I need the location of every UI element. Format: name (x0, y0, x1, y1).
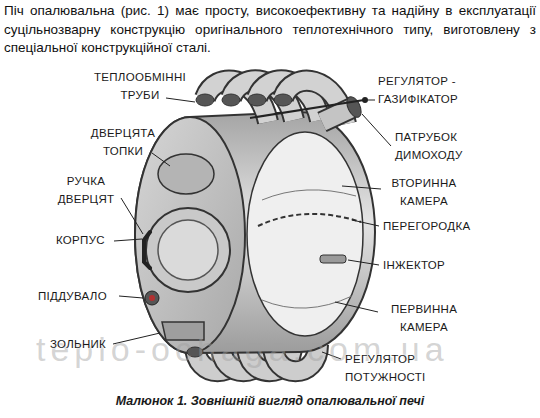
leader-line (119, 296, 143, 298)
part-label: РЕГУЛЯТОР - ГАЗИФІКАТОР (378, 72, 490, 108)
leader-line (362, 114, 391, 146)
leader-line (352, 220, 379, 226)
leader-line (348, 260, 379, 265)
air-damper (145, 291, 159, 305)
door-handle (144, 232, 150, 268)
fire-door (146, 208, 230, 292)
stove-body (135, 112, 375, 353)
upper-door (158, 154, 214, 194)
chimney-outline (322, 108, 352, 122)
part-label: РЕГУЛЯТОР ПОТУЖНОСТІ (345, 350, 453, 386)
leader-line (368, 100, 375, 101)
tube-opening (196, 94, 214, 106)
part-label: ЗОЛЬНИК (50, 335, 136, 353)
part-label: ІНЖЕКТОР (383, 256, 479, 274)
part-label: КОРПУС (56, 231, 128, 249)
part-label: ВТОРИННА КАМЕРА (383, 174, 465, 210)
part-label: ПАТРУБОК ДИМОХОДУ (395, 128, 481, 164)
damper-knob (149, 295, 155, 301)
intro-paragraph: Піч опалювальна (рис. 1) має просту, вис… (4, 2, 536, 58)
chimney-pipe (322, 108, 352, 122)
chamber-line (262, 296, 352, 308)
tube-opening (274, 94, 292, 106)
part-label: РУЧКА ДВЕРЦЯТ (48, 172, 124, 208)
injector (320, 255, 346, 263)
leader-line (121, 198, 143, 234)
rod-knob (362, 97, 368, 103)
leader-line (335, 302, 378, 312)
part-label: ПЕРВИННА КАМЕРА (382, 300, 466, 336)
part-label: ТЕПЛООБМІННІ ТРУБИ (84, 68, 196, 104)
front-face (135, 117, 245, 353)
leader-line (166, 98, 195, 102)
part-label: ПЕРЕГОРОДКА (383, 217, 503, 235)
leader-line (152, 153, 170, 166)
partition (258, 214, 361, 226)
leader-line (114, 239, 142, 241)
gasifier-rod (250, 100, 364, 118)
figure-caption: Малюнок 1. Зовнішній вигляд опалювальної… (0, 394, 540, 408)
tube-opening (248, 94, 266, 106)
tube-opening (222, 94, 240, 106)
leader-line (342, 186, 381, 189)
interior-cutaway (247, 132, 363, 336)
chimney-opening (344, 94, 364, 119)
part-label: ДВЕРЦЯТА ТОПКИ (80, 124, 166, 160)
part-label: ПІДДУВАЛО (38, 287, 134, 305)
chamber-line (262, 190, 356, 200)
fire-door-inner (158, 220, 218, 280)
